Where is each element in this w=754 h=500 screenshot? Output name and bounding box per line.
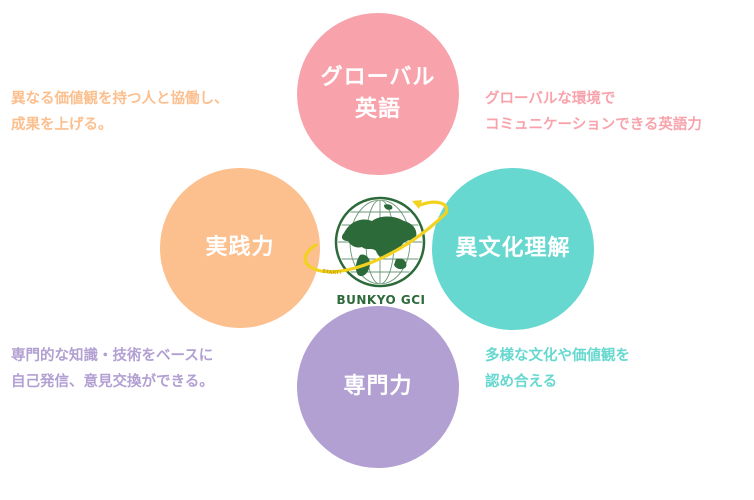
circle-global-english-line1: グローバル: [320, 65, 436, 91]
bunkyo-gci-logo: START!: [303, 196, 449, 288]
caption-top-left-line2: 成果を上げる。: [11, 117, 113, 133]
caption-bottom-right-line1: 多様な文化や価値観を: [485, 348, 630, 364]
ring-arrow-icon: [412, 200, 422, 209]
caption-top-right-line2: コミュニケーションできる英語力: [485, 117, 702, 133]
circle-global-english-line2: 英語: [354, 97, 401, 122]
circle-practical-skill: 実践力: [160, 168, 320, 328]
circle-practical-skill-label: 実践力: [205, 235, 275, 261]
circle-expertise-label: 専門力: [343, 374, 413, 400]
caption-top-right-line1: グローバルな環境で: [485, 91, 616, 107]
caption-top-left-line1: 異なる価値観を持つ人と協働し、: [11, 91, 229, 107]
circle-cross-cultural: 異文化理解: [432, 168, 594, 330]
caption-top-left: 異なる価値観を持つ人と協働し、 成果を上げる。: [11, 86, 229, 138]
globe-icon: [334, 196, 426, 288]
caption-bottom-right: 多様な文化や価値観を 認め合える: [485, 343, 630, 395]
caption-top-right: グローバルな環境で コミュニケーションできる英語力: [485, 86, 702, 138]
caption-bottom-right-line2: 認め合える: [485, 374, 558, 390]
circle-expertise: 専門力: [297, 306, 459, 468]
circle-global-english: グローバル 英語: [297, 13, 459, 175]
caption-bottom-left-line2: 自己発信、意見交換ができる。: [11, 374, 214, 390]
circle-cross-cultural-label: 異文化理解: [455, 236, 571, 262]
logo-text: BUNKYO GCI: [336, 293, 426, 307]
ring-start-text: START!: [321, 268, 341, 276]
caption-bottom-left-line1: 専門的な知識・技術をベースに: [11, 348, 214, 364]
caption-bottom-left: 専門的な知識・技術をベースに 自己発信、意見交換ができる。: [11, 343, 214, 395]
orbit-ring: START!: [303, 200, 449, 276]
